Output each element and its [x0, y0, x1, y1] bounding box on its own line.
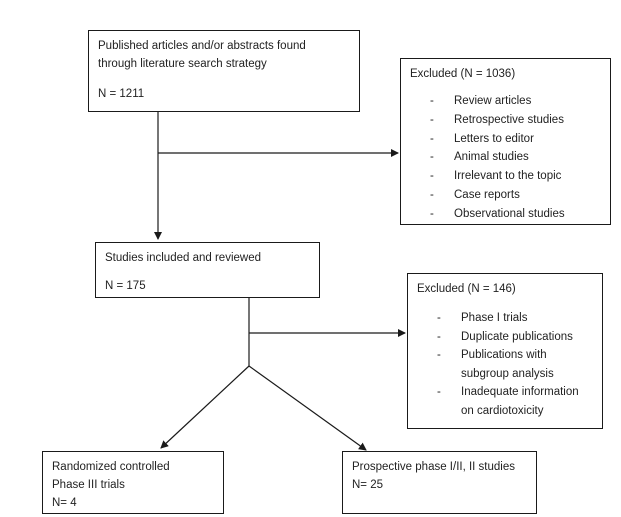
rct-line-2: Phase III trials	[52, 479, 125, 491]
included-box: Studies included and reviewed N = 175	[95, 242, 320, 298]
rct-line-1: Randomized controlled	[52, 461, 170, 473]
excluded-1-list: -Review articles -Retrospective studies …	[410, 92, 610, 224]
excluded-2-item: -Duplicate publications	[437, 330, 573, 343]
excluded-2-box: Excluded (N = 146) -Phase I trials -Dupl…	[407, 273, 603, 429]
excluded-2-item: -Phase I trials	[437, 312, 528, 324]
arrow-to-rct	[160, 365, 250, 449]
search-count: N = 1211	[98, 88, 145, 100]
excluded-1-box: Excluded (N = 1036) -Review articles -Re…	[400, 58, 611, 225]
excluded-2-list: -Phase I trials -Duplicate publications …	[417, 309, 602, 420]
prospective-line-1: Prospective phase I/II, II studies	[352, 461, 515, 473]
excluded-1-item: -Animal studies	[430, 151, 529, 164]
excluded-1-item: -Irrelevant to the topic	[430, 170, 562, 183]
included-count: N = 175	[105, 280, 146, 292]
included-line-1: Studies included and reviewed	[105, 252, 261, 264]
excluded-1-title: Excluded (N = 1036)	[410, 68, 516, 80]
excluded-1-item: -Letters to editor	[430, 132, 534, 145]
prospective-count: N= 25	[352, 479, 384, 491]
search-line-1: Published articles and/or abstracts foun…	[98, 40, 306, 52]
excluded-1-item: -Review articles	[430, 95, 532, 107]
excluded-2-title: Excluded (N = 146)	[417, 283, 516, 295]
search-results-box: Published articles and/or abstracts foun…	[88, 30, 360, 112]
arrow-to-prospective	[248, 365, 367, 451]
rct-box: Randomized controlled Phase III trials N…	[42, 451, 224, 514]
excluded-1-item: -Case reports	[430, 188, 520, 201]
excluded-1-item: -Observational studies	[430, 207, 565, 220]
excluded-1-item: -Retrospective studies	[430, 113, 564, 126]
search-line-2: through literature search strategy	[98, 58, 267, 70]
rct-count: N= 4	[52, 497, 77, 509]
prospective-box: Prospective phase I/II, II studies N= 25	[342, 451, 537, 514]
